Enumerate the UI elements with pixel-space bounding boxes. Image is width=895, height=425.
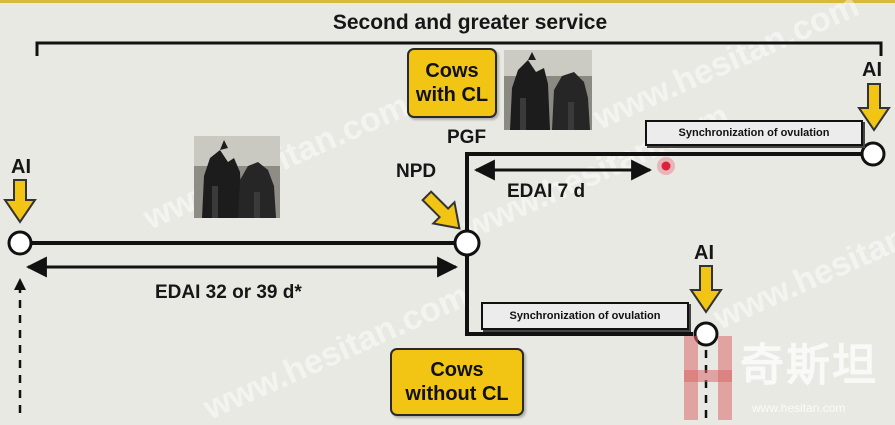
cows-photo-left: [194, 136, 280, 218]
cows-with-cl-box: Cows with CL: [407, 48, 497, 118]
edai-short-label: EDAI 7 d: [507, 181, 586, 202]
cows-with-cl-line2: with CL: [415, 84, 489, 106]
ai-label-lower: AI: [694, 242, 714, 264]
arrow-down-icon-ai-lower: [689, 265, 723, 314]
top-accent-bar: [0, 0, 895, 3]
lower-branch-line: [465, 255, 693, 336]
ai-label-left: AI: [11, 156, 31, 178]
upper-branch-line: [465, 152, 861, 232]
edai-long-label: EDAI 32 or 39 d*: [155, 282, 302, 303]
cows-without-cl-line2: without CL: [405, 383, 509, 405]
watermark-5: www.hesitan.com: [707, 186, 895, 337]
dashed-up-arrow-head: [14, 278, 26, 290]
cows-without-cl-box: Cows without CL: [390, 348, 524, 416]
sync-label-lower: Synchronization of ovulation: [509, 310, 661, 322]
service-bracket: [35, 41, 883, 56]
arrow-diagonal-icon-npd: [421, 190, 461, 230]
timeline-node-start: [7, 230, 33, 256]
sync-label-upper: Synchronization of ovulation: [678, 127, 830, 139]
timeline-node-lower-end: [693, 321, 719, 347]
logo-text: 奇斯坦: [740, 341, 878, 390]
logo-h-mark: [678, 332, 738, 420]
diagram-title: Second and greater service: [332, 11, 608, 34]
arrow-down-icon-ai-left: [3, 179, 37, 224]
pgf-label: PGF: [447, 127, 487, 148]
cows-without-cl-line1: Cows: [430, 359, 484, 381]
arrow-down-icon-ai-right: [857, 83, 891, 132]
timeline-node-npd: [453, 229, 481, 257]
cows-with-cl-line1: Cows: [425, 60, 479, 82]
ai-label-right: AI: [862, 59, 882, 81]
cows-photo-right: [504, 50, 592, 130]
timeline-node-upper-end: [860, 141, 886, 167]
laser-pointer-dot: [661, 161, 671, 171]
npd-label: NPD: [396, 161, 437, 182]
logo-url: www.hesitan.com: [752, 401, 846, 415]
sync-box-lower: Synchronization of ovulation: [481, 302, 689, 330]
sync-box-upper: Synchronization of ovulation: [645, 120, 863, 146]
